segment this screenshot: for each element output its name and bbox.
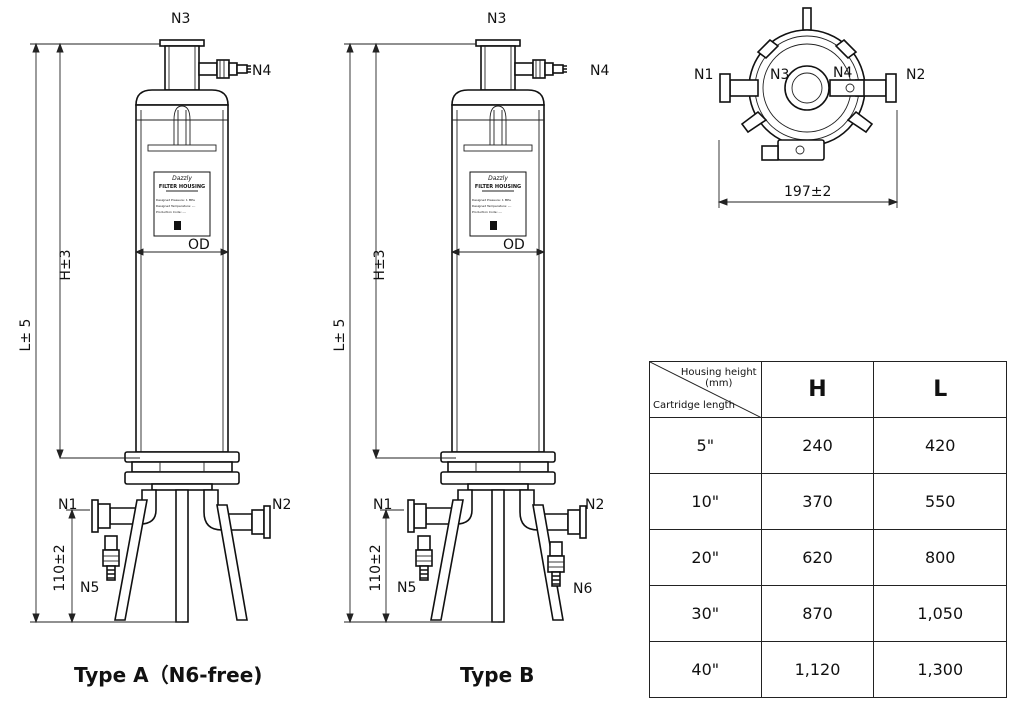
label-110-a: 110±2 (52, 544, 68, 591)
cell-h: 870 (760, 585, 875, 642)
corner-housing-height: Housing height (mm) (680, 367, 757, 389)
type-b-drawing: Dazzly FILTER HOUSING Designed Pressure:… (332, 11, 609, 687)
cell-h: 240 (760, 417, 875, 474)
label-n1-top: N1 (694, 67, 713, 83)
label-n2-top: N2 (906, 67, 925, 83)
col-header-l: L (873, 361, 1007, 418)
table-row: 20" 620 800 (649, 529, 1007, 586)
table-header-row: Housing height (mm) Cartridge length H L (649, 361, 1007, 418)
label-n3-b: N3 (487, 11, 506, 27)
caption-type-a: Type A（N6-free) (74, 663, 262, 687)
label-n5-a: N5 (80, 580, 99, 596)
label-n3-top: N3 (770, 67, 789, 83)
cell-l: 1,050 (873, 585, 1007, 642)
type-a-drawing: Dazzly FILTER HOUSING Designed Pressure:… (18, 11, 291, 687)
top-view-drawing: N1 N2 N3 N4 197±2 (694, 7, 925, 208)
spec-table: Housing height (mm) Cartridge length H L… (649, 361, 1007, 698)
nameplate-line2-b: Designed Temperature: --- (472, 204, 511, 208)
cell-l: 1,300 (873, 641, 1007, 698)
cell-length: 30" (649, 585, 762, 642)
corner-cartridge-length: Cartridge length (653, 400, 735, 411)
label-n1-a: N1 (58, 497, 77, 513)
caption-type-b: Type B (460, 663, 534, 687)
nameplate-line2-a: Designed Temperature: --- (156, 204, 195, 208)
label-l-b: L± 5 (332, 319, 348, 352)
label-od-b: OD (503, 237, 525, 253)
cell-h: 620 (760, 529, 875, 586)
col-header-h: H (760, 361, 875, 418)
label-h-b: H±3 (372, 249, 388, 280)
label-n2-b: N2 (585, 497, 604, 513)
label-110-b: 110±2 (368, 544, 384, 591)
label-n6-b: N6 (573, 581, 592, 597)
label-h-a: H±3 (58, 249, 74, 280)
cell-length: 5" (649, 417, 762, 474)
table-corner-cell: Housing height (mm) Cartridge length (649, 361, 762, 418)
nameplate-line3-b: Production Code: --- (472, 210, 502, 214)
table-row: 5" 240 420 (649, 417, 1007, 474)
cell-length: 40" (649, 641, 762, 698)
label-n4-b: N4 (590, 63, 609, 79)
cell-l: 550 (873, 473, 1007, 530)
label-od-a: OD (188, 237, 210, 253)
label-n4-a: N4 (252, 63, 271, 79)
label-n2-a: N2 (272, 497, 291, 513)
label-n3-a: N3 (171, 11, 190, 27)
corner-diagonal (650, 362, 761, 417)
label-n1-b: N1 (373, 497, 392, 513)
nameplate-line1-b: Designed Pressure: 1 MPa (472, 198, 511, 202)
cell-h: 370 (760, 473, 875, 530)
nameplate-brand-b: Dazzly (488, 175, 508, 182)
nameplate-brand-a: Dazzly (172, 175, 192, 182)
label-n4-top: N4 (833, 65, 852, 81)
cell-h: 1,120 (760, 641, 875, 698)
nameplate-title-a: FILTER HOUSING (159, 184, 205, 190)
label-l-a: L± 5 (18, 319, 34, 352)
nameplate-line3-a: Production Code: --- (156, 210, 186, 214)
table-row: 10" 370 550 (649, 473, 1007, 530)
cell-length: 20" (649, 529, 762, 586)
nameplate-title-b: FILTER HOUSING (475, 184, 521, 190)
table-row: 30" 870 1,050 (649, 585, 1007, 642)
label-197-top: 197±2 (784, 184, 831, 200)
cell-l: 420 (873, 417, 1007, 474)
table-row: 40" 1,120 1,300 (649, 641, 1007, 698)
nameplate-line1-a: Designed Pressure: 1 MPa (156, 198, 195, 202)
cell-l: 800 (873, 529, 1007, 586)
label-n5-b: N5 (397, 580, 416, 596)
cell-length: 10" (649, 473, 762, 530)
